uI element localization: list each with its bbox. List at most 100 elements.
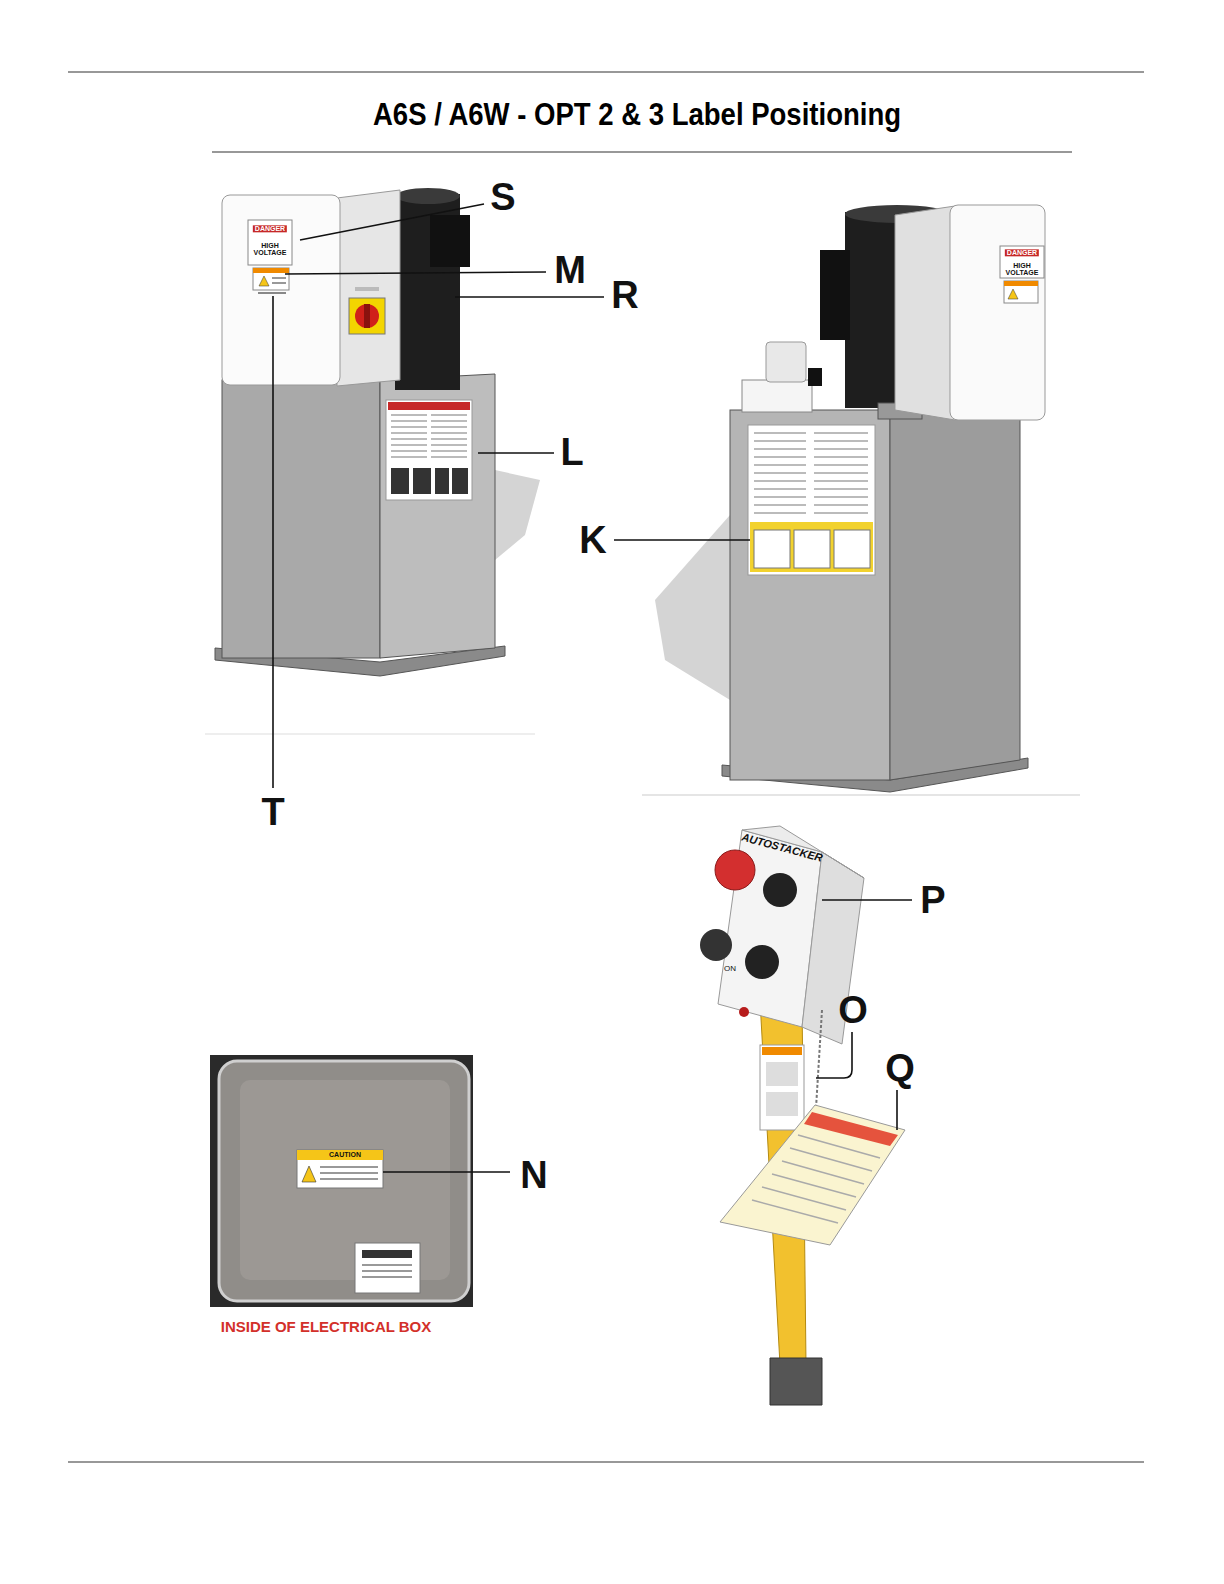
control-post (700, 826, 905, 1405)
power-unit-right (754, 456, 806, 458)
rule-line (68, 71, 1144, 72)
power-unit-right (754, 530, 790, 568)
power-unit-left (380, 374, 495, 658)
control-post (720, 1105, 905, 1245)
power-unit-left (431, 420, 467, 422)
electrical-box-photo (362, 1276, 412, 1278)
power-unit-left (391, 414, 467, 458)
power-unit-right (814, 480, 868, 482)
rule-line (205, 733, 535, 734)
electrical-box-photo (219, 1061, 469, 1301)
power-unit-left (431, 414, 467, 416)
power-unit-left (253, 268, 289, 290)
electrical-box-photo (355, 1243, 420, 1293)
sign-text: HIGH VOLTAGE (250, 242, 290, 257)
power-unit-left (396, 188, 460, 204)
leader-line (822, 899, 912, 901)
power-unit-right (890, 400, 1020, 780)
electrical-box-photo (320, 1166, 378, 1168)
power-unit-left (431, 450, 467, 452)
power-unit-right (834, 530, 870, 568)
power-unit-left (388, 402, 470, 410)
power-unit-left (222, 380, 380, 658)
power-unit-left (431, 426, 467, 428)
power-unit-right (742, 380, 812, 412)
photo-caption: INSIDE OF ELECTRICAL BOX (221, 1319, 432, 1334)
control-post (816, 1010, 822, 1108)
power-unit-right (754, 432, 806, 434)
power-unit-right (754, 432, 868, 514)
control-post (739, 1007, 749, 1017)
power-unit-left (272, 277, 286, 279)
control-post (752, 1135, 880, 1223)
callout-letter: O (838, 991, 868, 1029)
control-post (798, 1135, 880, 1158)
leader-line (816, 1032, 852, 1078)
power-unit-right (814, 472, 868, 474)
leader-line (300, 204, 484, 240)
power-unit-left (355, 287, 379, 291)
power-unit-left (435, 468, 449, 494)
power-unit-right (766, 342, 806, 382)
electrical-box-photo (297, 1150, 383, 1188)
power-unit-left (355, 304, 379, 328)
leader-line (614, 539, 750, 541)
power-unit-left (215, 188, 540, 676)
power-unit-right (814, 432, 868, 434)
power-unit-left (391, 468, 409, 494)
rule-line (68, 72, 1144, 1462)
power-unit-right (895, 206, 955, 420)
power-unit-left (391, 468, 468, 494)
power-unit-right (754, 512, 806, 514)
power-unit-left (391, 450, 427, 452)
leader-line (285, 272, 546, 274)
power-unit-left (431, 444, 467, 446)
power-unit-left (272, 282, 286, 284)
power-unit-right (754, 448, 806, 450)
control-post (763, 873, 797, 907)
electrical-box-photo (362, 1250, 412, 1258)
control-post (790, 1148, 872, 1171)
control-post (770, 1358, 822, 1405)
power-unit-right (730, 410, 890, 780)
power-unit-right (754, 440, 806, 442)
caution-header: CAUTION (329, 1151, 361, 1158)
power-unit-right (754, 504, 806, 506)
power-unit-right (814, 504, 868, 506)
rule-line (642, 794, 1080, 795)
power-unit-left (452, 468, 468, 494)
power-unit-right (754, 496, 806, 498)
power-unit-right (754, 480, 806, 482)
callout-letter: Q (885, 1049, 915, 1087)
power-unit-right (750, 522, 873, 572)
power-unit-left (248, 220, 292, 265)
power-unit-left (259, 276, 269, 286)
power-unit-left (430, 215, 470, 267)
power-unit-left (386, 400, 472, 500)
callout-letter: L (560, 433, 583, 471)
page-title: A6S / A6W - OPT 2 & 3 Label Positioning (373, 96, 901, 133)
power-unit-right (814, 488, 868, 490)
leader-line (478, 452, 554, 454)
callout-letter: P (920, 881, 945, 919)
electrical-box-photo (320, 1172, 378, 1174)
power-unit-left (495, 470, 540, 560)
power-unit-left (253, 268, 289, 273)
electrical-box-photo (210, 1055, 473, 1307)
power-unit-right (1004, 281, 1038, 303)
power-unit-left (337, 190, 400, 386)
sign-text: HIGH VOLTAGE (1002, 262, 1042, 277)
electrical-box-photo (320, 1178, 378, 1180)
leader-line (896, 1090, 898, 1130)
danger-badge: DANGER (253, 225, 287, 232)
electrical-box-photo (362, 1264, 412, 1266)
power-unit-left (349, 298, 385, 334)
control-post (752, 1200, 838, 1223)
power-unit-left (364, 304, 370, 328)
power-unit-right (1004, 281, 1038, 286)
power-unit-right (754, 472, 806, 474)
power-unit-left (431, 438, 467, 440)
control-post (760, 1045, 804, 1130)
